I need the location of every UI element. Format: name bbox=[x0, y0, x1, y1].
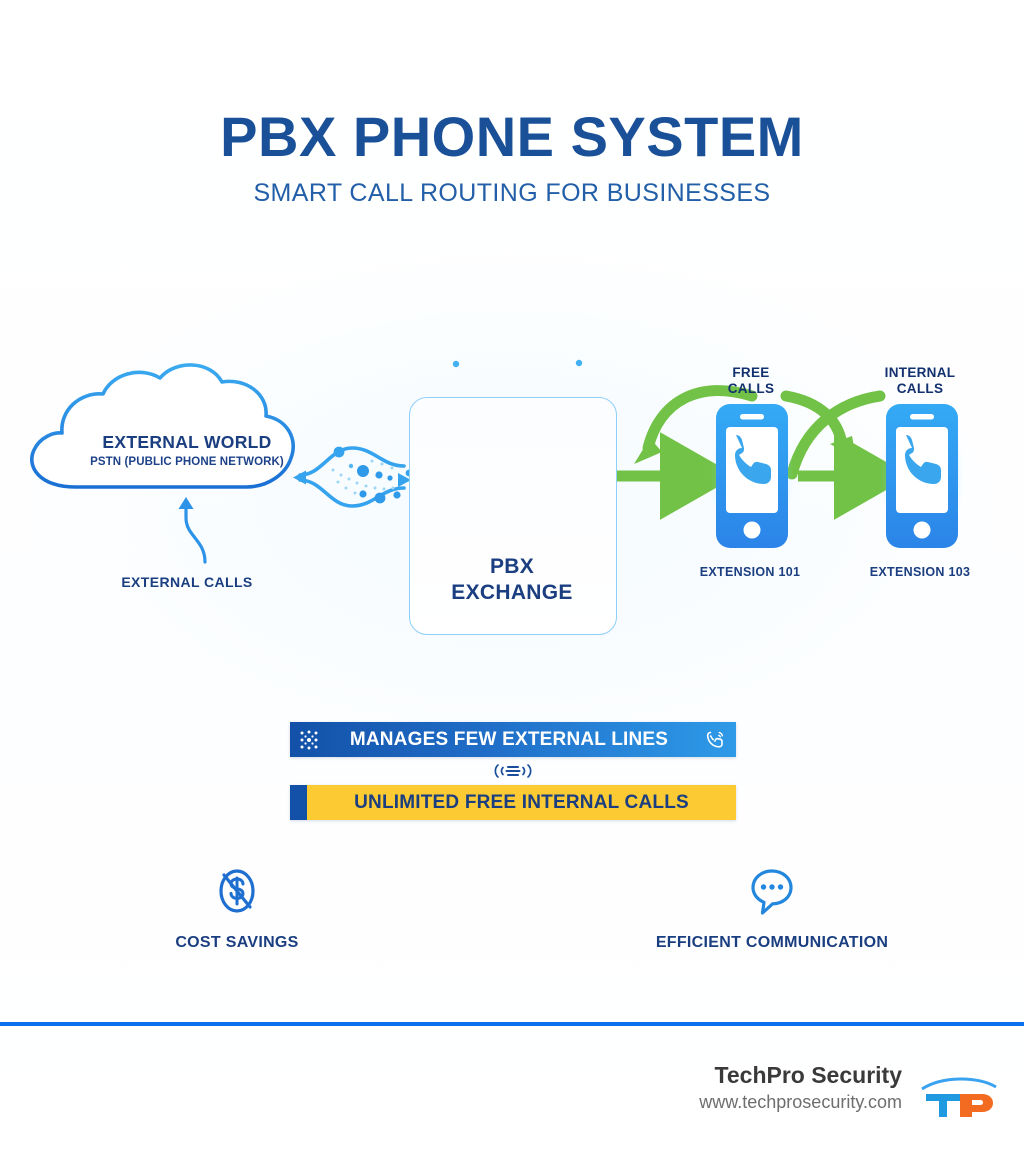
cloud-label: EXTERNAL WORLD PSTN (PUBLIC PHONE NETWOR… bbox=[62, 432, 312, 468]
pbx-label-line1: PBX bbox=[489, 555, 535, 578]
arrow-internal-calls-up bbox=[786, 390, 886, 480]
broadcast-signal-icon bbox=[290, 757, 736, 785]
feature-cost-savings: COST SAVINGS bbox=[77, 862, 397, 952]
header: PBX PHONE SYSTEM SMART CALL ROUTING FOR … bbox=[0, 108, 1024, 208]
techpro-tp-logo bbox=[916, 1072, 1002, 1118]
banner-text-yellow: UNLIMITED FREE INTERNAL CALLS bbox=[354, 791, 689, 813]
external-calls-arrow-icon bbox=[178, 497, 207, 564]
internal-calls-line1: INTERNAL bbox=[884, 365, 956, 380]
internal-calls-line2: CALLS bbox=[896, 380, 944, 396]
external-calls-label: EXTERNAL CALLS bbox=[121, 574, 253, 590]
cloud-label-group: EXTERNAL WORLD PSTN (PUBLIC PHONE NETWOR… bbox=[62, 390, 312, 500]
banner-unlimited-internal-calls: UNLIMITED FREE INTERNAL CALLS bbox=[290, 785, 736, 820]
pbx-exchange-label: PBX EXCHANGE bbox=[409, 554, 615, 605]
footer-url[interactable]: www.techprosecurity.com bbox=[699, 1092, 902, 1113]
phone-ringing-icon bbox=[694, 728, 736, 752]
arrow-free-calls bbox=[634, 385, 758, 464]
feature-label-cost-savings: COST SAVINGS bbox=[175, 934, 299, 951]
mobile-phone-icon-ext101 bbox=[710, 400, 794, 552]
cloud-title: EXTERNAL WORLD bbox=[102, 432, 272, 452]
banner-manages-external-lines: MANAGES FEW EXTERNAL LINES bbox=[290, 722, 736, 757]
footer-divider bbox=[0, 1022, 1024, 1026]
banner-group: MANAGES FEW EXTERNAL LINES bbox=[290, 722, 736, 820]
footer-text: TechPro Security www.techprosecurity.com bbox=[699, 1062, 902, 1113]
no-cost-dollar-icon bbox=[77, 862, 397, 920]
cloud-icon bbox=[30, 363, 295, 489]
feature-label-efficient-communication: EFFICIENT COMMUNICATION bbox=[655, 934, 889, 951]
banner-left-accent-block bbox=[290, 785, 307, 820]
free-calls-label: FREE CALLS bbox=[681, 365, 821, 397]
phone-ext103-group: EXTENSION 103 bbox=[860, 397, 980, 579]
internal-calls-label: INTERNAL CALLS bbox=[850, 365, 990, 397]
footer: TechPro Security www.techprosecurity.com bbox=[0, 1058, 1024, 1138]
mobile-phone-icon-ext103 bbox=[880, 400, 964, 552]
pbx-exchange-card bbox=[409, 397, 617, 635]
page-title: PBX PHONE SYSTEM bbox=[220, 105, 804, 168]
diagram: EXTERNAL WORLD PSTN (PUBLIC PHONE NETWOR… bbox=[0, 340, 1024, 660]
cloud-subtitle: PSTN (PUBLIC PHONE NETWORK) bbox=[90, 455, 284, 468]
speech-bubble-icon bbox=[612, 862, 932, 920]
phone-caption-ext101: EXTENSION 101 bbox=[699, 565, 801, 579]
free-calls-line1: FREE bbox=[732, 365, 770, 380]
page-subtitle: SMART CALL ROUTING FOR BUSINESSES bbox=[253, 179, 771, 208]
phone-caption-ext103: EXTENSION 103 bbox=[869, 565, 971, 579]
feature-efficient-communication: EFFICIENT COMMUNICATION bbox=[612, 862, 932, 952]
dot-matrix-icon bbox=[290, 729, 328, 751]
free-calls-line2: CALLS bbox=[727, 380, 775, 396]
pbx-label-line2: EXCHANGE bbox=[451, 580, 573, 604]
banner-text-blue: MANAGES FEW EXTERNAL LINES bbox=[349, 728, 669, 750]
phone-ext101-group: EXTENSION 101 bbox=[690, 397, 810, 579]
footer-brand: TechPro Security bbox=[714, 1062, 902, 1088]
